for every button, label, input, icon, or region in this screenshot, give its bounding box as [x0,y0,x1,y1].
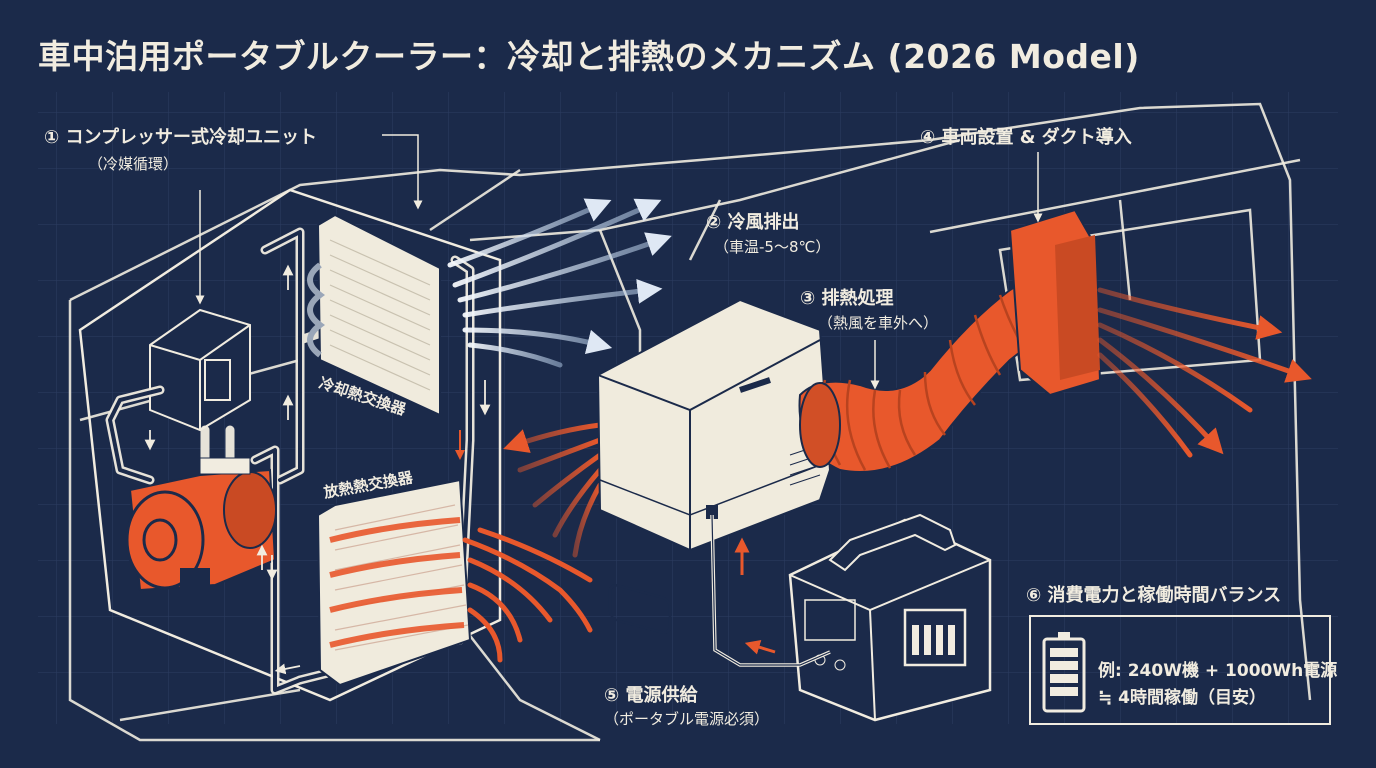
leader-lines [195,134,1043,390]
hot-air-streams-right [1097,287,1312,458]
label-power-sub: （ポータブル電源必須） [604,710,770,728]
label-compressor-sub: （冷媒循環） [88,155,179,173]
heat-dissipation-exchanger [316,478,472,687]
power-station-icon [788,513,992,722]
label-exhaust-sub: （熱風を車外へ） [818,314,939,332]
vehicle-outline [68,102,1312,742]
label-exhaust-title: ③ 排熱処理 [800,288,894,309]
label-vehicle-title: ④ 車両設置 & ダクト導入 [920,127,1132,148]
hot-air-streams-left [462,527,593,663]
battery-icon [1042,632,1086,713]
portable-cooler-unit [596,298,832,634]
compressor-unit-frame [78,188,502,702]
compressor-control-box [149,308,251,432]
page-title: 車中泊用ポータブルクーラー：冷却と排熱のメカニズム (2026 Model) [38,37,1140,76]
label-power-title: ⑤ 電源供給 [604,685,698,706]
label-cool-air-sub: （車温-5〜8℃） [714,238,831,256]
label-balance-line1: 例: 240W機 + 1000Wh電源 [1098,661,1338,681]
label-balance-line2: ≒ 4時間稼働（目安） [1098,688,1266,708]
cooling-heat-exchanger [307,213,441,417]
label-compressor-title: ① コンプレッサー式冷却ユニット [44,127,317,148]
label-balance-title: ⑥ 消費電力と稼働時間バランス [1026,585,1282,606]
duct-icon [798,208,1102,473]
arrow-icon [744,640,776,655]
flow-arrows [144,264,491,675]
cold-air-streams [447,198,672,368]
hot-air-intake [503,422,603,558]
label-cool-air-title: ② 冷風排出 [706,212,800,233]
compressor-icon [125,457,277,592]
balance-info-box [1029,615,1331,725]
